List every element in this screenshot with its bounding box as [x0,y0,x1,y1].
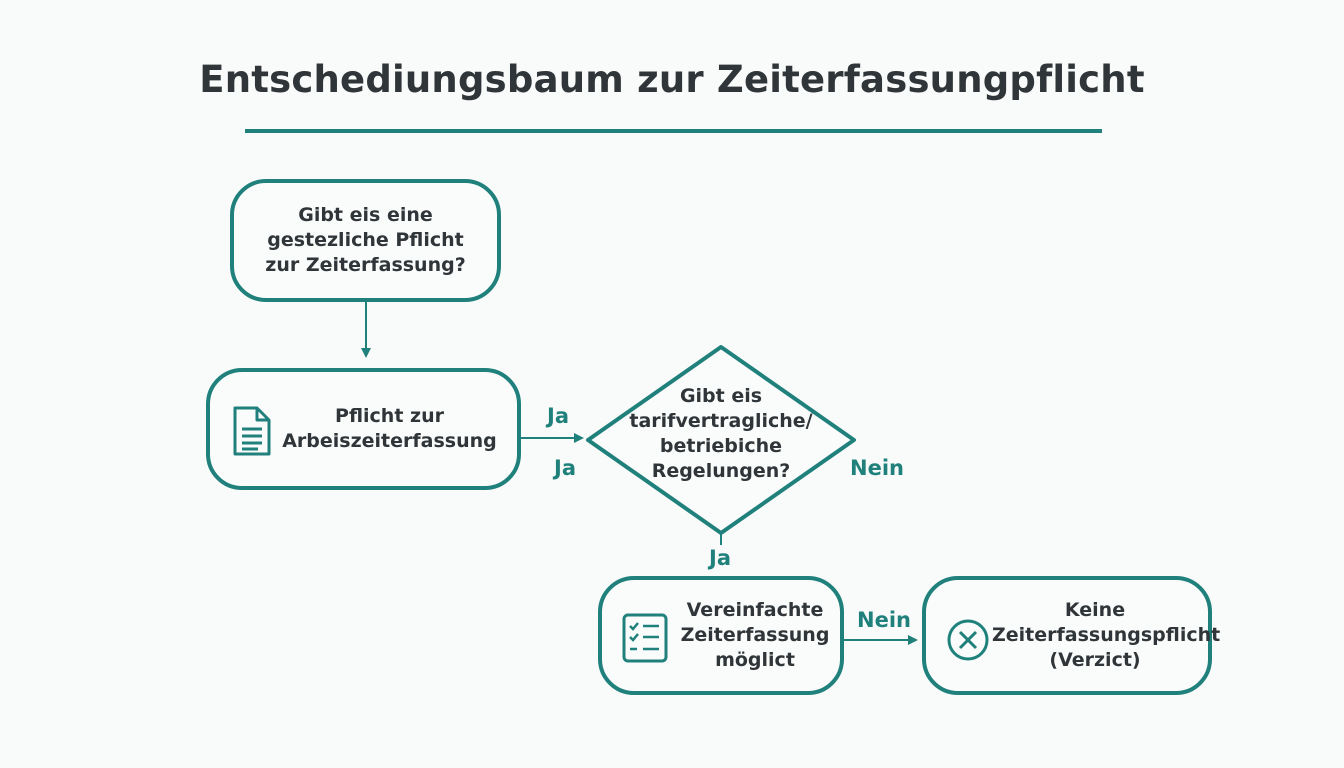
duty-line-1: Pflicht zur [335,405,444,427]
no-duty-line-2: Zeiterfassungspflicht [992,624,1221,646]
simplified-line-1: Vereinfachte [686,599,824,621]
simplified-text: Vereinfachte Zeiterfassung möglict [680,598,830,673]
no-duty-line-3: (Verzict) [1049,649,1141,671]
decision-diamond [586,345,856,535]
document-icon [233,406,271,456]
duty-line-2: Arbeiszeiterfassung [282,430,497,452]
edge-label-nein-bottom: Nein [857,608,911,632]
diagram-title: Entschediungsbaum zur Zeiterfassungpflic… [199,58,1145,101]
duty-text: Pflicht zur Arbeiszeiterfassung [282,404,497,454]
start-line-3: zur Zeiterfassung? [265,254,466,276]
decision-line-1: Gibt eis [679,385,763,407]
decision-line-3: betriebiche [659,435,783,457]
edge-label-ja-bottom: Ja [554,456,576,480]
no-duty-text: Keine Zeiterfassungspflicht (Verzict) [992,598,1221,673]
no-duty-line-1: Keine [1064,599,1126,621]
edge-label-ja-down: Ja [709,546,731,570]
simplified-line-3: möglict [715,649,795,671]
edge-label-ja-top: Ja [547,404,569,428]
node-simplified: Vereinfachte Zeiterfassung möglict [598,576,844,695]
node-duty: Pflicht zur Arbeiszeiterfassung [206,368,521,490]
decision-line-4: Regelungen? [651,460,791,482]
decision-line-2: tarifvertragliche/ [629,410,813,432]
node-no-duty: Keine Zeiterfassungspflicht (Verzict) [922,576,1221,695]
edge-label-nein-right: Nein [850,456,904,480]
node-start-question: Gibt eis eine gestezliche Pflicht zur Ze… [230,179,501,302]
start-question-text: Gibt eis eine gestezliche Pflicht zur Ze… [265,203,465,278]
checklist-icon [622,613,668,663]
decision-text: Gibt eis tarifvertragliche/ betriebiche … [621,384,821,484]
x-circle-icon [947,619,989,661]
start-line-1: Gibt eis eine [298,204,433,226]
start-line-2: gestezliche Pflicht [267,229,464,251]
simplified-line-2: Zeiterfassung [680,624,830,646]
title-divider [245,129,1102,133]
